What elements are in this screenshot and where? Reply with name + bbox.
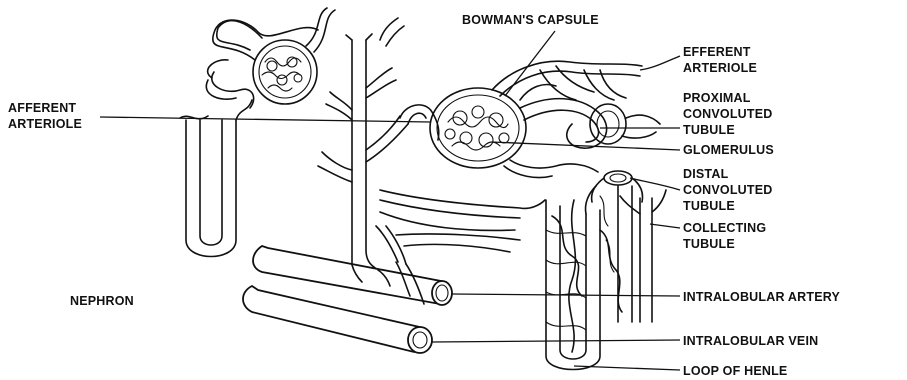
label-efferent-2: ARTERIOLE bbox=[683, 61, 757, 75]
leader-vein bbox=[432, 340, 680, 342]
label-proximal-1: PROXIMAL bbox=[683, 91, 751, 105]
label-nephron: NEPHRON bbox=[70, 294, 134, 308]
intralobular-vessels bbox=[243, 246, 452, 353]
label-distal-1: DISTAL bbox=[683, 167, 729, 181]
leader-collecting bbox=[650, 224, 680, 228]
leader-afferent bbox=[100, 117, 430, 122]
label-intralobular-vein: INTRALOBULAR VEIN bbox=[683, 334, 818, 348]
interlobular-vessel-tree bbox=[318, 18, 545, 270]
label-distal-3: TUBULE bbox=[683, 199, 735, 213]
label-efferent-1: EFFERENT bbox=[683, 45, 751, 59]
label-afferent-2: ARTERIOLE bbox=[8, 117, 82, 131]
label-collecting-1: COLLECTING bbox=[683, 221, 766, 235]
label-collecting-2: TUBULE bbox=[683, 237, 735, 251]
label-loop-of-henle: LOOP OF HENLE bbox=[683, 364, 787, 378]
label-proximal-3: TUBULE bbox=[683, 123, 735, 137]
upper-left-nephron bbox=[180, 8, 335, 257]
label-glomerulus: GLOMERULUS bbox=[683, 143, 774, 157]
label-distal-2: CONVOLUTED bbox=[683, 183, 773, 197]
label-bowmans-capsule: BOWMAN'S CAPSULE bbox=[462, 13, 599, 27]
label-intralobular-artery: INTRALOBULAR ARTERY bbox=[683, 290, 840, 304]
label-afferent-1: AFFERENT bbox=[8, 101, 76, 115]
leader-efferent bbox=[640, 56, 680, 70]
leader-lines bbox=[100, 31, 680, 370]
labels: BOWMAN'S CAPSULE EFFERENT ARTERIOLE AFFE… bbox=[8, 13, 840, 378]
label-proximal-2: CONVOLUTED bbox=[683, 107, 773, 121]
leader-loop bbox=[574, 366, 680, 370]
bowmans-capsule-drawing bbox=[400, 61, 660, 177]
leader-bowmans bbox=[505, 31, 555, 96]
